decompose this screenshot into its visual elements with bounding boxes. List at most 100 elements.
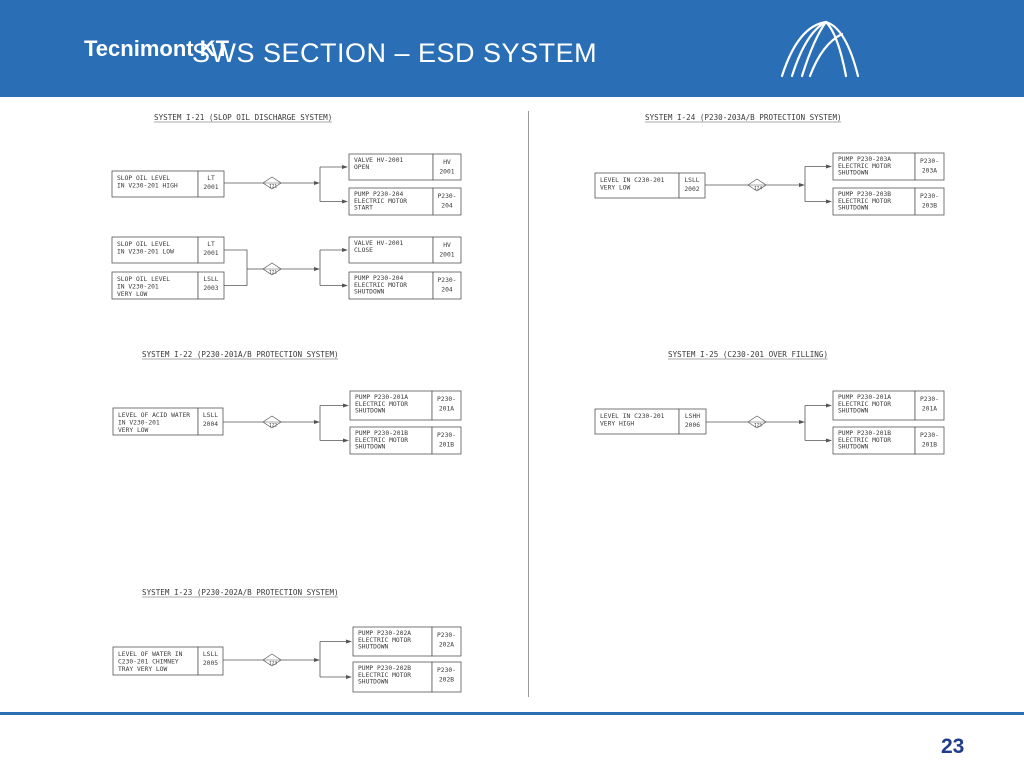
output-description: ELECTRIC MOTOR [354,282,407,289]
output-description: SHUTDOWN [838,170,869,177]
output-description: PUMP P230-203A [838,156,891,163]
arrow-icon [346,639,352,644]
output-description: ELECTRIC MOTOR [838,437,891,444]
input-description: VERY HIGH [600,421,634,428]
output-description: ELECTRIC MOTOR [354,198,407,205]
output-description: SHUTDOWN [355,408,386,415]
output-tag: P230- [920,158,939,165]
input-tag: LSLL [684,177,699,184]
output-box [352,626,433,657]
arrow-icon [826,403,832,408]
input-wire [224,249,248,269]
input-description: TRAY VERY LOW [118,666,167,673]
interlock-tag: I22 [269,423,277,429]
system-title: SYSTEM I-22 (P230-201A/B PROTECTION SYST… [142,350,339,359]
output-tag-box [914,390,945,421]
output-description: SHUTDOWN [354,289,385,296]
output-tag: P230- [437,432,456,439]
input-description: VERY LOW [600,185,631,192]
output-tag-box [432,187,462,216]
output-description: SHUTDOWN [358,644,389,651]
arrow-icon [314,267,320,271]
output-description: SHUTDOWN [355,444,386,451]
input-tag: LT [207,241,215,248]
arrow-icon [346,675,352,679]
output-description: ELECTRIC MOTOR [838,401,891,408]
output-tag-box [432,153,462,181]
output-tag: P230- [920,432,939,439]
input-description: LEVEL IN C230-201 [600,413,665,420]
arrow-icon [314,181,320,185]
center-divider [528,111,529,697]
output-box [832,426,916,455]
output-tag-box [431,661,462,693]
output-description: PUMP P230-201B [838,430,891,437]
input-description: SLOP OIL LEVEL [117,175,170,182]
output-tag: 202B [439,677,454,684]
output-tag-box [914,187,945,216]
arrow-icon [342,283,348,288]
output-tag: HV [443,159,451,166]
input-description: VERY LOW [117,291,148,298]
input-tag-box [678,408,707,435]
input-wire [224,269,248,286]
output-description: SHUTDOWN [838,444,869,451]
output-description: CLOSE [354,247,373,254]
output-tag-box [914,152,945,181]
output-description: ELECTRIC MOTOR [838,198,891,205]
output-tag: 204 [441,203,453,210]
input-tag-box [197,170,225,198]
output-description: ELECTRIC MOTOR [358,637,411,644]
arrow-icon [342,248,348,252]
output-description: PUMP P230-204 [354,275,403,282]
input-description: IN V230-201 [118,420,160,427]
input-tag: LSLL [203,276,218,283]
arrow-icon [799,420,805,424]
brand-name: Tecnimont KT [84,36,230,61]
input-tag: LSLL [203,412,218,419]
output-description: PUMP P230-201A [838,394,891,401]
arrow-icon [826,164,832,169]
arrow-icon [826,199,832,204]
arrow-icon [343,403,349,408]
system-title: SYSTEM I-21 (SLOP OIL DISCHARGE SYSTEM) [154,113,332,122]
output-box [348,187,434,216]
input-tag: 2003 [203,285,218,292]
output-box [832,187,916,216]
interlock-tag: I24 [754,186,762,192]
arrow-icon [343,438,349,443]
output-box [349,390,433,421]
output-tag: 201B [922,442,937,449]
input-box [111,236,199,264]
output-tag: 2001 [439,252,454,259]
arrow-icon [799,183,805,187]
arrow-icon [342,199,348,204]
input-tag: LSHH [685,413,700,420]
esd-system: SYSTEM I-24 (P230-203A/B PROTECTION SYST… [594,113,945,216]
output-tag-box [431,626,462,657]
input-description: LEVEL IN C230-201 [600,177,665,184]
esd-system: SYSTEM I-25 (C230-201 OVER FILLING)LEVEL… [594,350,945,455]
output-box [349,426,433,455]
input-description: SLOP OIL LEVEL [117,276,170,283]
input-box [111,271,199,300]
arrow-icon [342,165,348,169]
output-description: ELECTRIC MOTOR [838,163,891,170]
input-tag: 2004 [203,421,218,428]
system-title: SYSTEM I-23 (P230-202A/B PROTECTION SYST… [142,588,339,597]
output-description: PUMP P230-201B [355,430,408,437]
output-description: PUMP P230-202A [358,630,411,637]
output-tag: HV [443,242,451,249]
interlock-tag: I21 [269,270,277,276]
input-tag: 2001 [203,184,218,191]
output-tag: 201A [922,406,937,413]
arrow-icon [826,438,832,443]
page-number: 23 [941,735,965,758]
output-tag-box [432,236,462,264]
input-tag: LT [207,175,215,182]
output-tag: 2001 [439,169,454,176]
output-tag-box [914,426,945,455]
input-box [594,408,680,435]
input-tag: 2001 [203,250,218,257]
